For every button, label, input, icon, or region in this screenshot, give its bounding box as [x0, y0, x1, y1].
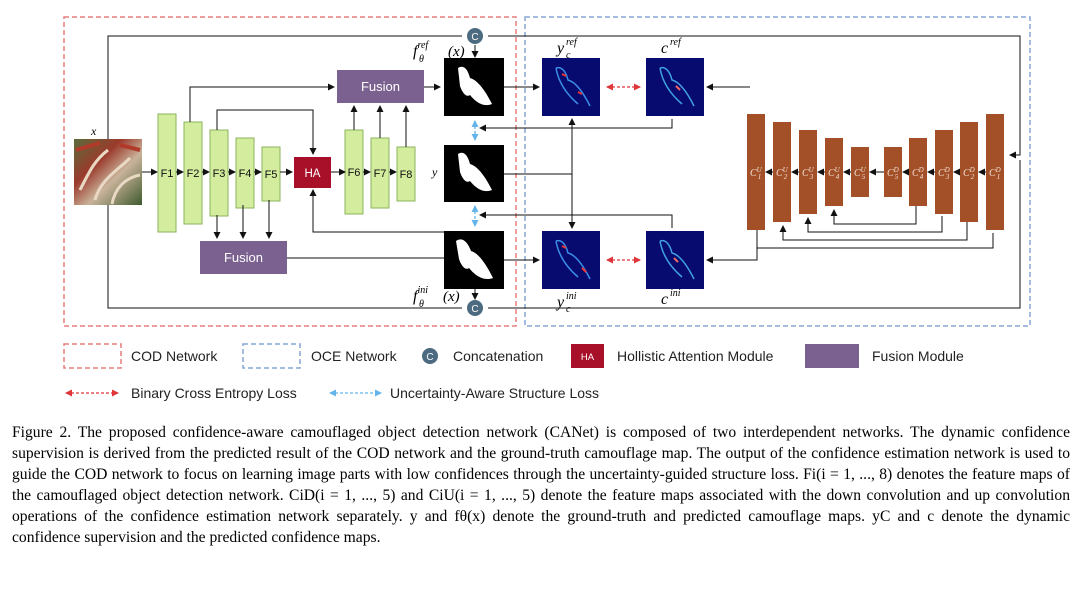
- encoder-block-f4-label: F4: [239, 168, 252, 180]
- oce-block-cd4: [909, 138, 927, 206]
- fusion-upper-label: Fusion: [361, 79, 400, 94]
- ha-label: HA: [305, 168, 321, 180]
- svg-text:θ: θ: [419, 54, 424, 65]
- svg-text:ref: ref: [566, 37, 578, 48]
- svg-text:c: c: [566, 50, 571, 61]
- f-ref-label: fref θ (x): [413, 40, 465, 65]
- cod-network-frame: [63, 16, 517, 327]
- legend-cod-swatch: [63, 343, 122, 369]
- legend-oce-swatch: [242, 343, 301, 369]
- oce-block-cu5: [851, 147, 869, 197]
- decoder-block-f7-label: F7: [374, 168, 387, 180]
- legend: COD Network OCE Network C Concatenation …: [63, 343, 964, 401]
- ref-prediction-map: [444, 58, 504, 116]
- encoder-block-f1: [157, 113, 177, 233]
- oce-block-cu3: [799, 130, 817, 214]
- svg-text:ini: ini: [670, 288, 681, 299]
- svg-text:fini: fini: [413, 285, 428, 305]
- fusion-module-upper: [337, 70, 424, 103]
- ground-truth-map: [444, 145, 504, 202]
- concat-symbol-bottom: C: [467, 289, 483, 316]
- c-ref-map: [646, 58, 704, 116]
- svg-text:c: c: [661, 291, 668, 308]
- yc-ini-label: y c ini: [555, 291, 577, 315]
- encoder-block-f2-label: F2: [187, 168, 200, 180]
- encoder-block-f1-label: F1: [161, 168, 174, 180]
- legend-uas-label: Uncertainty-Aware Structure Loss: [390, 385, 599, 401]
- ini-prediction-map: [444, 231, 504, 289]
- oce-block-cd3: [935, 130, 953, 214]
- oce-block-cu2: [773, 122, 791, 222]
- legend-fusion-swatch: [805, 344, 859, 368]
- svg-text:ini: ini: [566, 291, 577, 302]
- oce-block-cd1: [986, 114, 1004, 230]
- yc-ini-map: [542, 231, 600, 289]
- svg-text:(x): (x): [448, 44, 465, 60]
- encoder-block-f3-label: F3: [213, 168, 226, 180]
- oce-block-cu1: [747, 114, 765, 230]
- cod-connections: [189, 83, 463, 262]
- svg-text:y: y: [555, 40, 565, 57]
- yc-ref-map: [542, 58, 600, 116]
- svg-text:C: C: [471, 32, 478, 43]
- oce-block-cd5: [884, 147, 902, 197]
- svg-text:θ: θ: [419, 299, 424, 310]
- oce-connections: [479, 83, 758, 264]
- legend-ha-swatch: [571, 344, 604, 368]
- legend-cod-label: COD Network: [131, 348, 218, 364]
- svg-text:c: c: [566, 304, 571, 315]
- svg-text:fref: fref: [413, 40, 429, 60]
- f-ini-label: fini θ (x): [413, 285, 460, 310]
- oce-network-frame: [524, 16, 1031, 327]
- svg-text:c: c: [661, 40, 668, 57]
- c-ref-label: c ref: [661, 37, 682, 57]
- concat-symbol-top: C: [467, 28, 483, 58]
- legend-ha-symbol: HA: [581, 352, 595, 363]
- oce-block-cu4: [825, 138, 843, 206]
- encoder-block-f5: [261, 146, 281, 202]
- input-skip-lines: [107, 35, 1021, 309]
- fusion-module-lower: [200, 241, 287, 274]
- oce-skip-lines: [757, 206, 994, 249]
- c-ini-label: c ini: [661, 288, 681, 308]
- input-label: x: [90, 124, 97, 138]
- legend-concat-symbol: C: [426, 352, 433, 363]
- c-ini-map: [646, 231, 704, 289]
- encoder-block-f3: [209, 129, 229, 217]
- figure-caption: Figure 2. The proposed confidence-aware …: [12, 422, 1070, 548]
- decoder-block-f6-label: F6: [348, 167, 361, 179]
- input-image: [74, 139, 142, 205]
- legend-oce-label: OCE Network: [311, 348, 398, 364]
- oce-block-cd2: [960, 122, 978, 222]
- encoder-block-f5-label: F5: [265, 169, 278, 181]
- legend-fusion-label: Fusion Module: [872, 348, 964, 364]
- legend-concat-label: Concatenation: [453, 348, 543, 364]
- legend-ha-label: Hollistic Attention Module: [617, 348, 774, 364]
- svg-text:C: C: [471, 304, 478, 315]
- legend-bce-label: Binary Cross Entropy Loss: [131, 385, 297, 401]
- fusion-lower-label: Fusion: [224, 250, 263, 265]
- svg-text:ref: ref: [670, 37, 682, 48]
- gt-label: y: [431, 165, 438, 179]
- legend-concat-icon: [422, 348, 438, 364]
- caption-text: Figure 2. The proposed confidence-aware …: [12, 424, 1070, 546]
- decoder-block-f8-label: F8: [400, 169, 413, 181]
- svg-text:(x): (x): [443, 289, 460, 305]
- encoder-block-f4: [235, 137, 255, 209]
- yc-ref-label: y c ref: [555, 37, 578, 61]
- encoder-block-f2: [183, 121, 203, 225]
- ha-module: [294, 157, 331, 188]
- svg-text:y: y: [555, 294, 565, 311]
- canet-architecture-diagram: x F1 F2 F3 F4 F5 Fusion Fusion HA F6 F7 F8: [63, 16, 1031, 401]
